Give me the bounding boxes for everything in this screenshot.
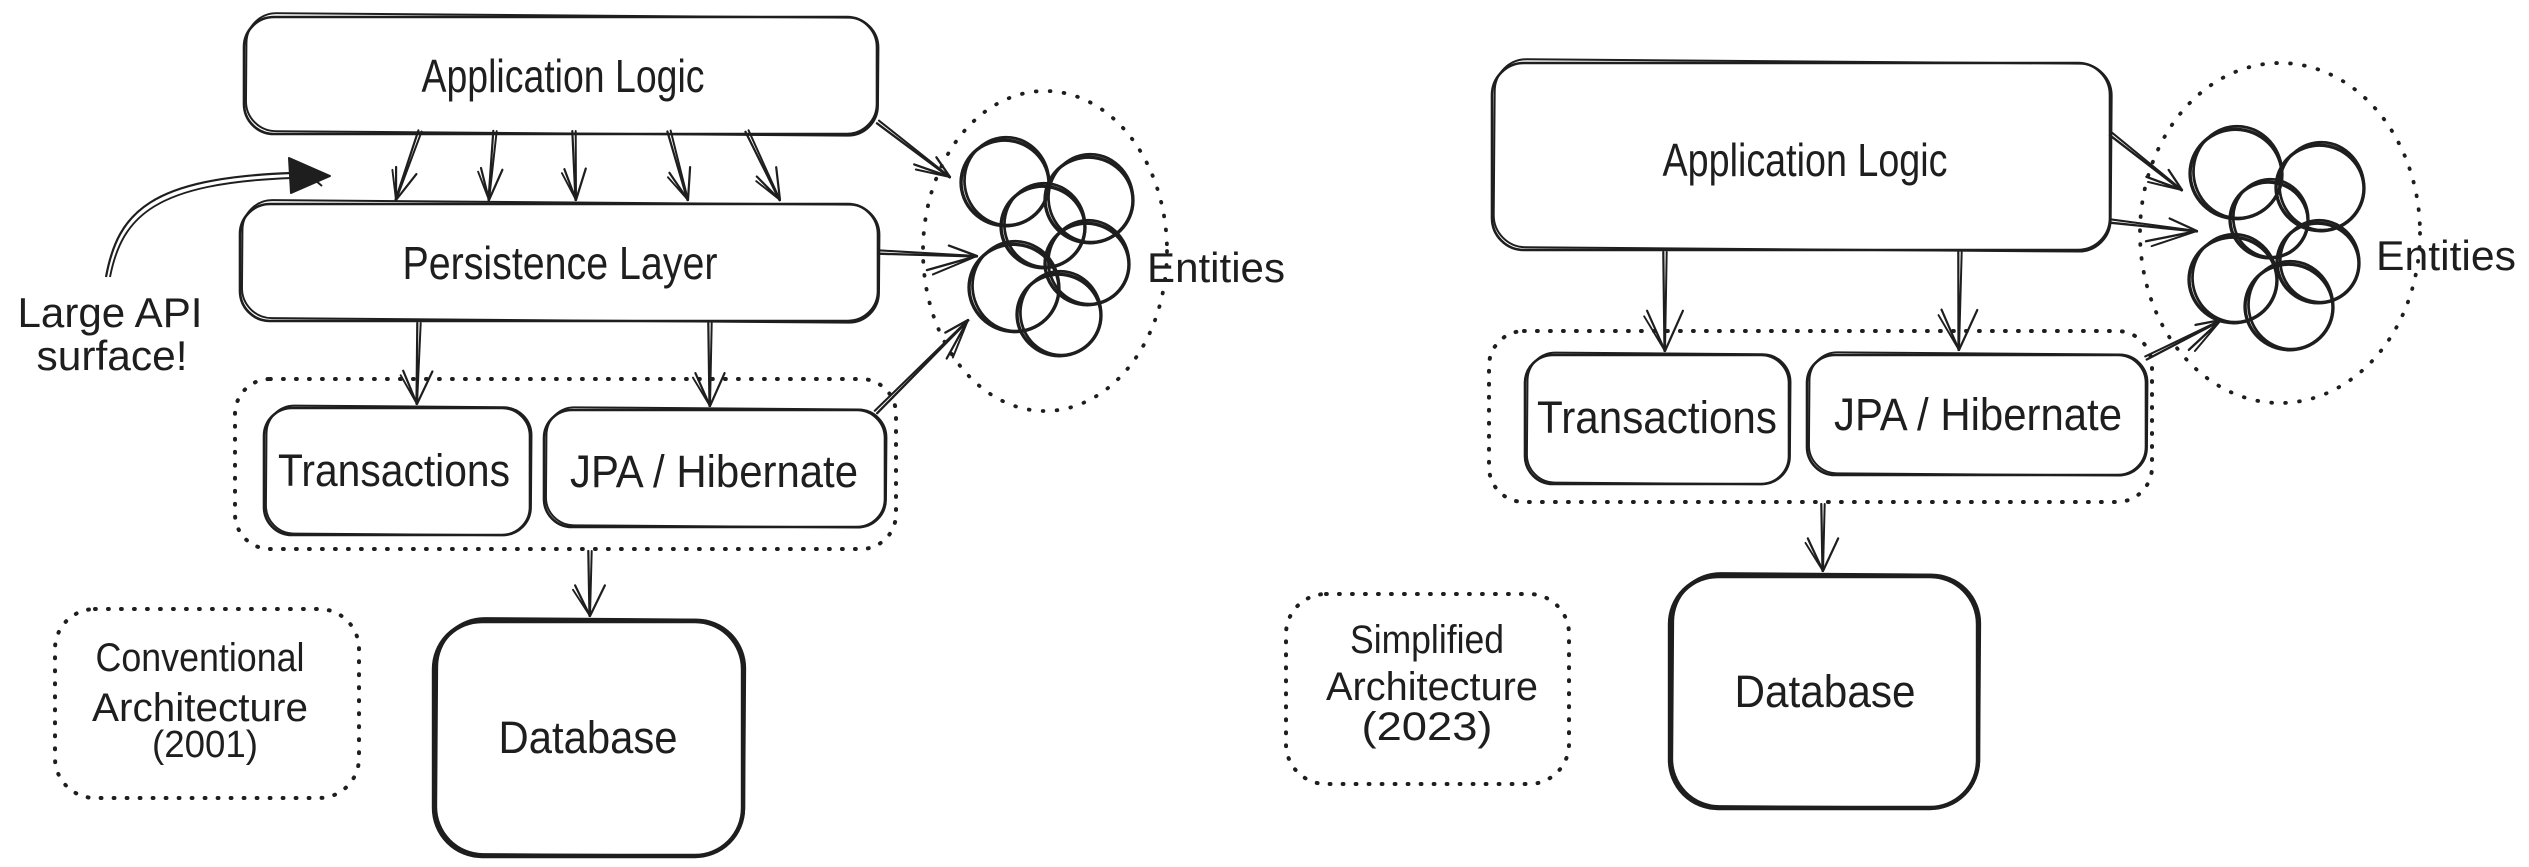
svg-text:Application Logic: Application Logic <box>422 50 705 102</box>
svg-text:Database: Database <box>1735 666 1916 717</box>
svg-text:Entities: Entities <box>1147 244 1285 291</box>
svg-text:surface!: surface! <box>37 332 188 379</box>
svg-text:Transactions: Transactions <box>278 445 510 496</box>
svg-text:Large API: Large API <box>18 289 203 336</box>
svg-text:Persistence Layer: Persistence Layer <box>403 237 718 289</box>
svg-text:Architecture: Architecture <box>1326 665 1538 709</box>
svg-text:(2023): (2023) <box>1362 705 1493 749</box>
svg-text:JPA / Hibernate: JPA / Hibernate <box>1834 389 2122 440</box>
svg-text:Simplified: Simplified <box>1350 618 1504 662</box>
svg-text:Database: Database <box>499 712 678 763</box>
svg-text:JPA / Hibernate: JPA / Hibernate <box>570 446 858 497</box>
svg-text:Application Logic: Application Logic <box>1663 134 1948 186</box>
svg-text:Entities: Entities <box>2376 232 2516 279</box>
svg-text:(2001): (2001) <box>152 724 258 766</box>
svg-text:Conventional: Conventional <box>96 636 305 680</box>
svg-text:Transactions: Transactions <box>1537 392 1777 443</box>
svg-text:Architecture: Architecture <box>92 686 308 730</box>
